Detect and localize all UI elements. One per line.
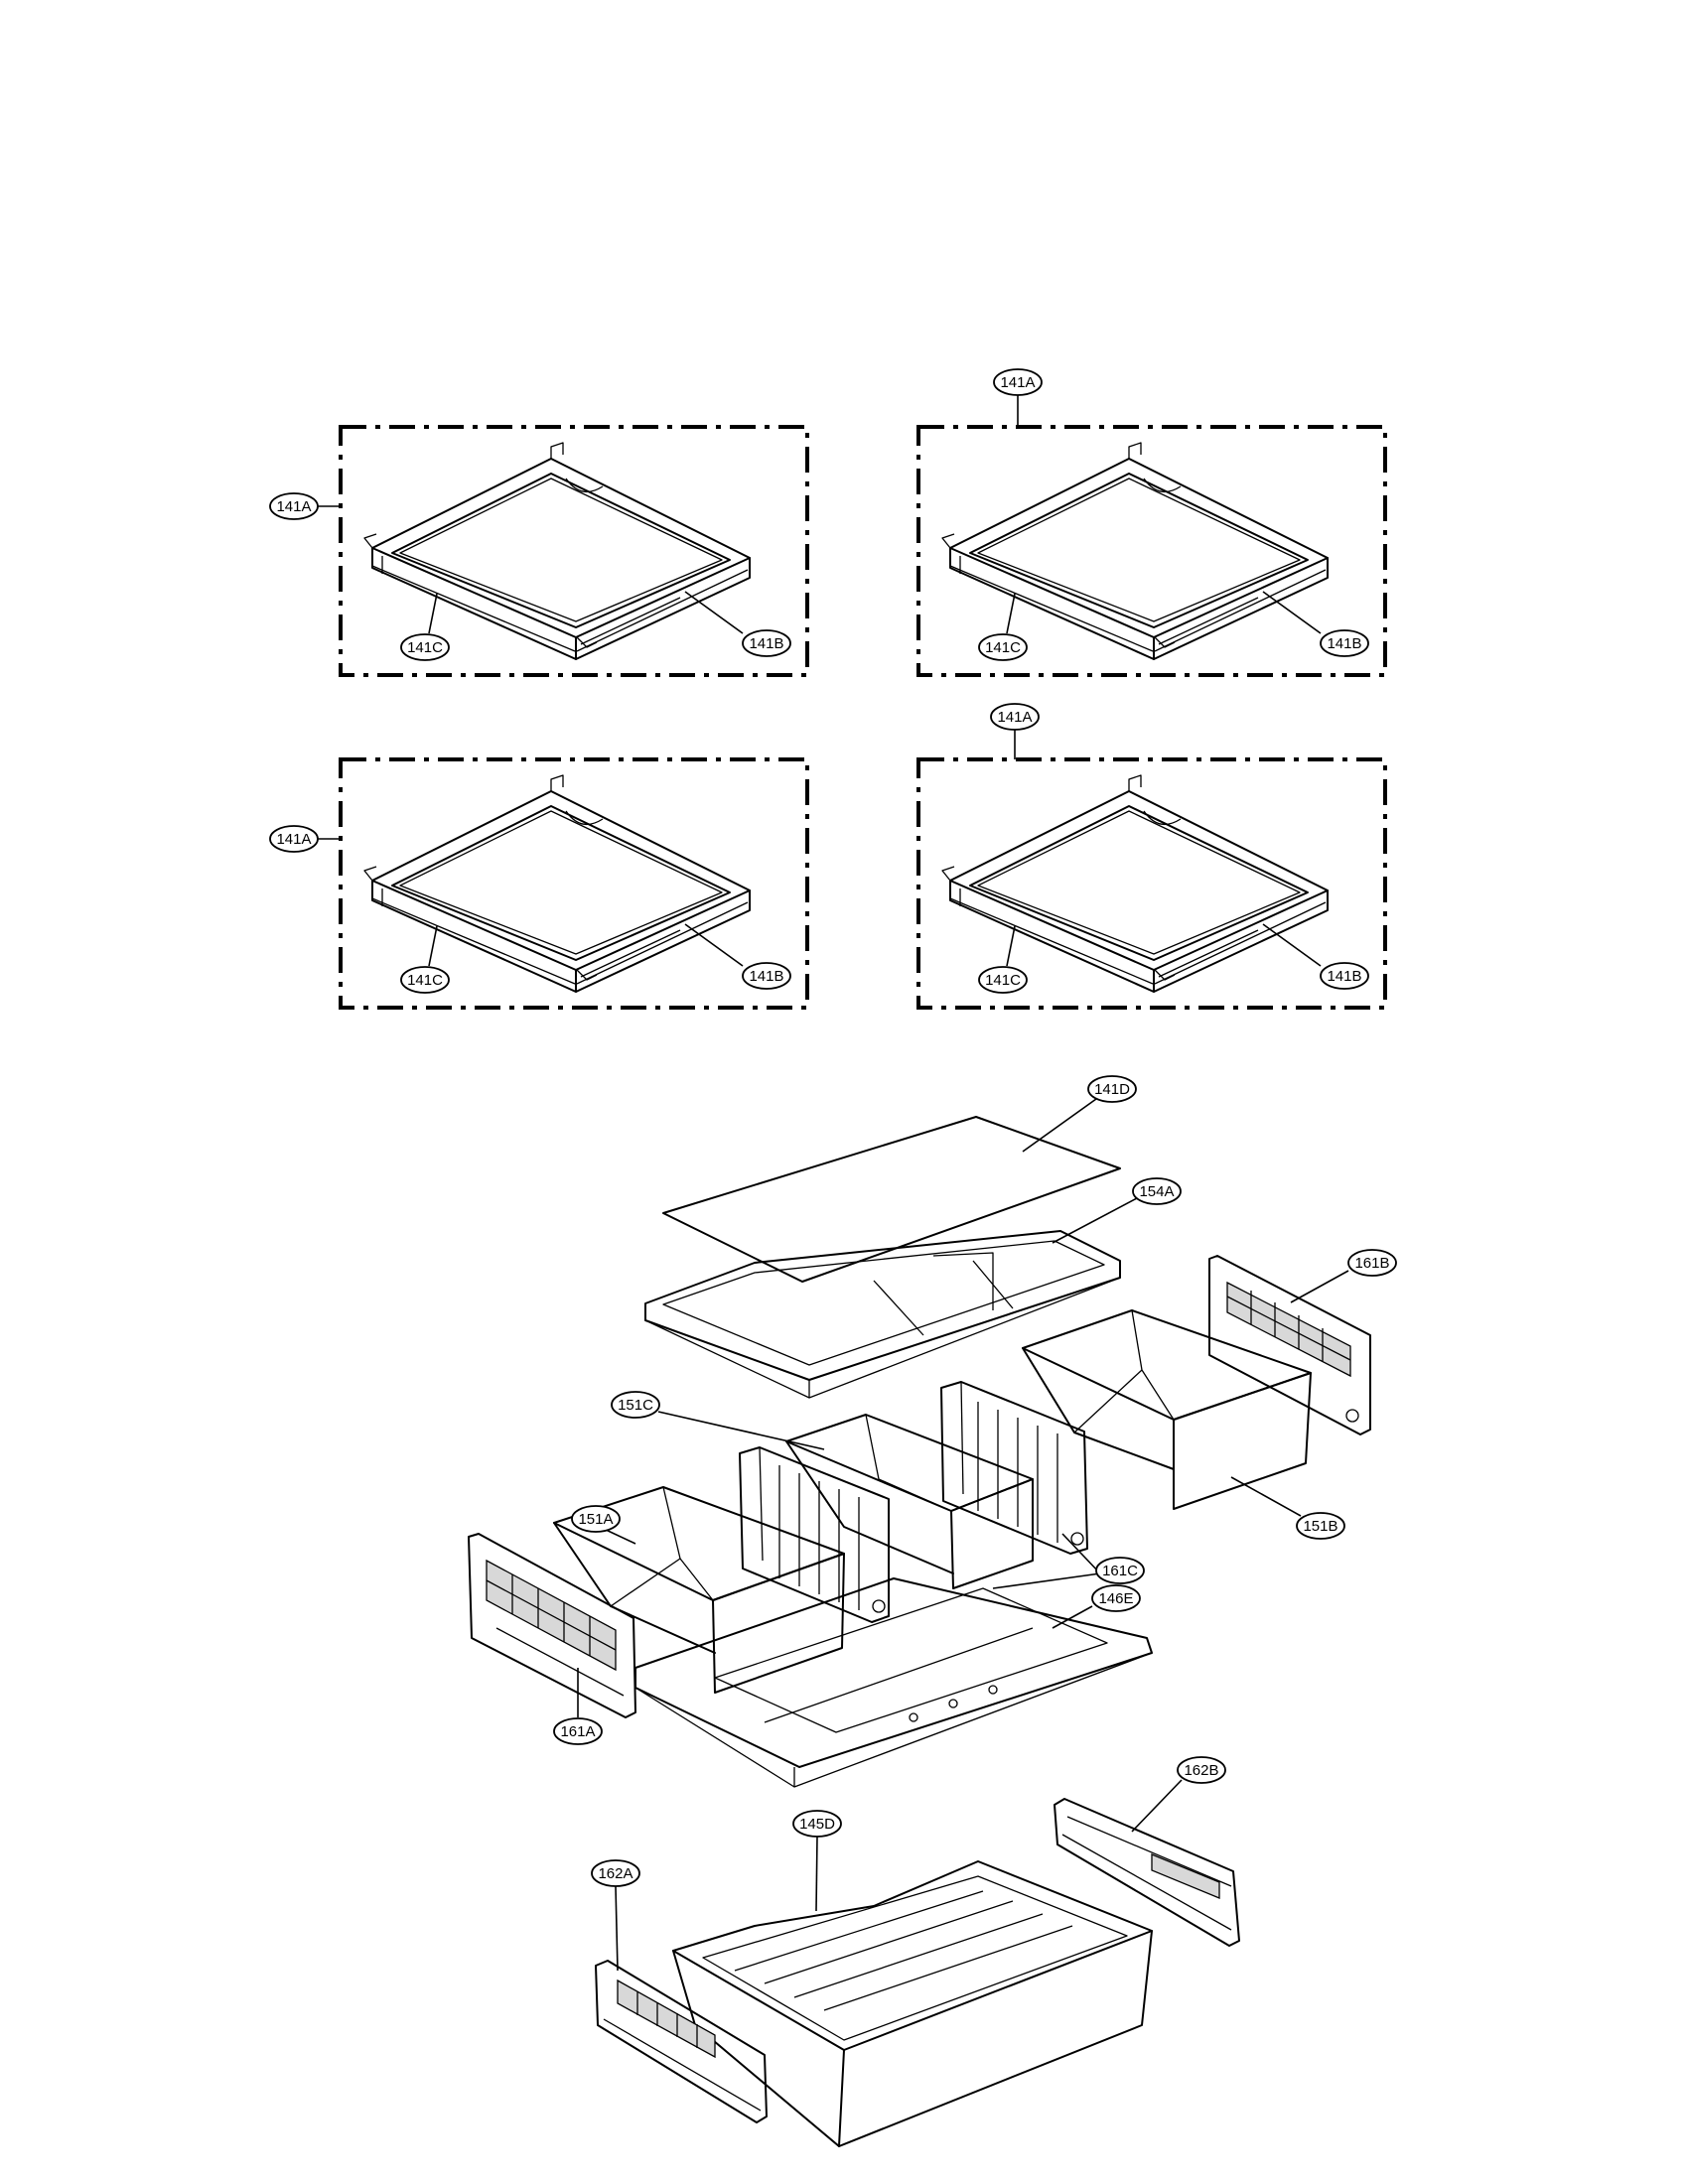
callout-label: 141A xyxy=(276,831,311,848)
slide-162B xyxy=(1054,1798,1240,1947)
callout-label: 162B xyxy=(1184,1762,1218,1779)
callout-label: 141B xyxy=(749,635,783,652)
callout-141A-shelf4: 141A xyxy=(990,703,1040,731)
callout-label: 162A xyxy=(598,1865,633,1882)
callout-label: 141C xyxy=(407,972,443,989)
callout-label: 141C xyxy=(407,639,443,656)
callout-label: 141B xyxy=(1327,635,1361,652)
callout-label: 151A xyxy=(578,1511,613,1528)
rail-161B xyxy=(1208,1255,1371,1435)
callout-141A-shelf3: 141A xyxy=(269,825,319,853)
callout-label: 161B xyxy=(1354,1255,1389,1272)
callout-162B: 162B xyxy=(1177,1756,1226,1784)
callout-141C-shelf4: 141C xyxy=(978,966,1028,994)
crisper-bin-151C xyxy=(785,1414,1034,1589)
callout-141B-shelf3: 141B xyxy=(742,962,791,990)
callout-label: 161A xyxy=(560,1723,595,1740)
callout-151C: 151C xyxy=(611,1391,660,1419)
callout-151B: 151B xyxy=(1296,1512,1345,1540)
callout-label: 141C xyxy=(985,972,1021,989)
callout-label: 151B xyxy=(1303,1518,1337,1535)
callout-label: 145D xyxy=(799,1816,835,1833)
callout-141B-shelf1: 141B xyxy=(742,629,791,657)
leader-lines xyxy=(318,395,1349,1972)
callout-146E: 146E xyxy=(1091,1584,1141,1612)
shelf-assembly-1 xyxy=(339,425,809,677)
callout-141B-shelf2: 141B xyxy=(1320,629,1369,657)
glass-cover-141D xyxy=(662,1116,1121,1283)
dashed-frame xyxy=(916,757,1387,1010)
dashed-frame xyxy=(339,425,809,677)
callout-141A-shelf1: 141A xyxy=(269,492,319,520)
callout-141C-shelf3: 141C xyxy=(400,966,450,994)
callout-label: 141B xyxy=(1327,968,1361,985)
dashed-frame xyxy=(916,425,1387,677)
callout-161C: 161C xyxy=(1095,1557,1145,1584)
callout-label: 141C xyxy=(985,639,1021,656)
callout-145D: 145D xyxy=(792,1810,842,1838)
callout-label: 141D xyxy=(1094,1081,1130,1098)
crisper-bin-151B xyxy=(1022,1309,1312,1510)
dashed-frame xyxy=(339,757,809,1010)
callout-label: 141B xyxy=(749,968,783,985)
callout-label: 151C xyxy=(618,1397,653,1414)
divider-161C-left xyxy=(739,1446,890,1623)
divider-161C-right xyxy=(940,1381,1088,1555)
callout-161A: 161A xyxy=(553,1717,603,1745)
cover-frame-154A xyxy=(644,1230,1121,1399)
callout-154A: 154A xyxy=(1132,1177,1182,1205)
callout-141B-shelf4: 141B xyxy=(1320,962,1369,990)
callout-161B: 161B xyxy=(1347,1249,1397,1277)
slide-162A xyxy=(595,1960,768,2123)
callout-label: 141A xyxy=(1000,374,1035,391)
callout-label: 154A xyxy=(1139,1183,1174,1200)
rail-161A xyxy=(468,1533,636,1718)
callout-141C-shelf1: 141C xyxy=(400,633,450,661)
callout-141C-shelf2: 141C xyxy=(978,633,1028,661)
shelf-assembly-4 xyxy=(916,757,1387,1010)
callout-162A: 162A xyxy=(591,1859,640,1887)
drawer-145D xyxy=(672,1860,1153,2147)
callout-141A-shelf2: 141A xyxy=(993,368,1043,396)
callout-label: 161C xyxy=(1102,1563,1138,1579)
callout-151A: 151A xyxy=(571,1505,621,1533)
callout-label: 141A xyxy=(997,709,1032,726)
shelf-assembly-2 xyxy=(916,425,1387,677)
callout-label: 141A xyxy=(276,498,311,515)
callout-label: 146E xyxy=(1098,1590,1133,1607)
shelf-assembly-3 xyxy=(339,757,809,1010)
crisper-bin-151A xyxy=(553,1486,845,1694)
callout-141D: 141D xyxy=(1087,1075,1137,1103)
